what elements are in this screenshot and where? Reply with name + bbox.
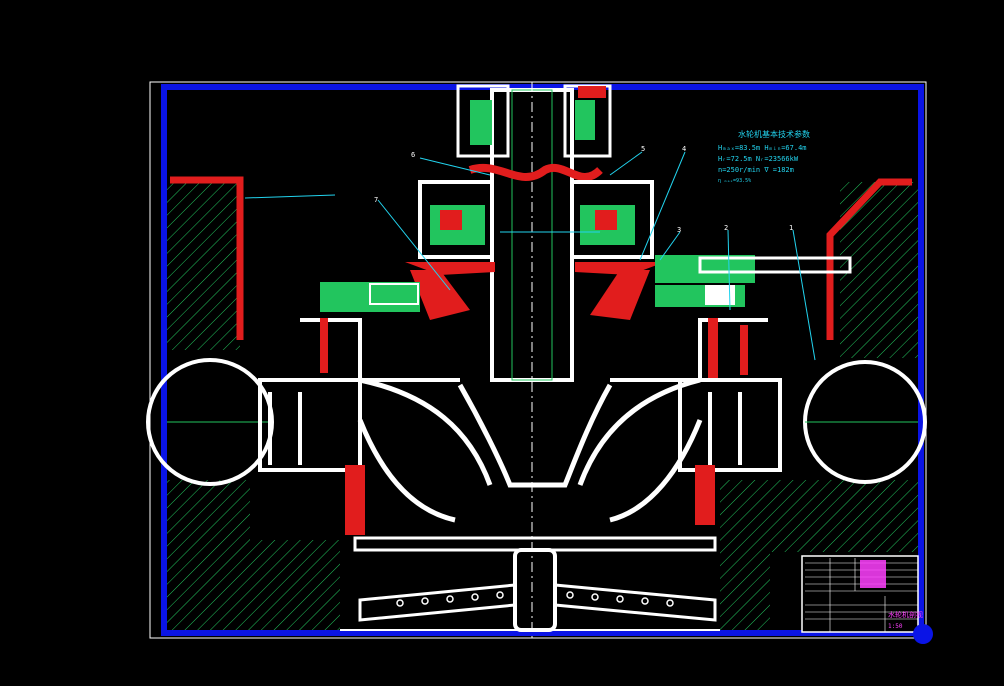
servomotor-left (320, 282, 420, 312)
leader-lines (244, 151, 816, 361)
concrete-hatching (167, 178, 918, 630)
param-line-1: Hₘₐₓ=83.5m Hₘᵢₙ=67.4m (718, 144, 807, 152)
part-number-7: 7 (374, 196, 378, 204)
param-line-3: n=250r/min ∇ =182m (718, 166, 794, 174)
part-number-1: 1 (789, 224, 793, 232)
pit-liner-right (826, 178, 912, 340)
part-number-5: 5 (641, 145, 645, 153)
part-number-3: 3 (677, 226, 681, 234)
param-line-4: η ₘₐₓ=93.5% (718, 178, 751, 184)
title-block: 水轮机剖视 1:50 (801, 555, 923, 633)
title-block-name: 水轮机剖视 (888, 610, 923, 619)
wicket-gate-red (320, 318, 748, 535)
part-number-4: 4 (682, 145, 686, 153)
servomotor-right (655, 255, 852, 307)
corner-marker (913, 624, 933, 644)
draft-tube (340, 536, 720, 632)
guide-bearing (456, 84, 612, 181)
sheet-border (149, 81, 927, 639)
drawing-frame (161, 84, 924, 636)
params-title: 水轮机基本技术参数 (738, 129, 810, 139)
pit-liner-left (170, 176, 244, 340)
param-line-2: Hᵣ=72.5m Nᵣ=23566kW (718, 155, 799, 163)
part-number-2: 2 (724, 224, 728, 232)
part-number-6: 6 (411, 151, 415, 159)
stay-ring (258, 318, 782, 472)
runner (357, 377, 703, 523)
head-cover (405, 180, 665, 320)
title-block-scale: 1:50 (888, 623, 903, 630)
